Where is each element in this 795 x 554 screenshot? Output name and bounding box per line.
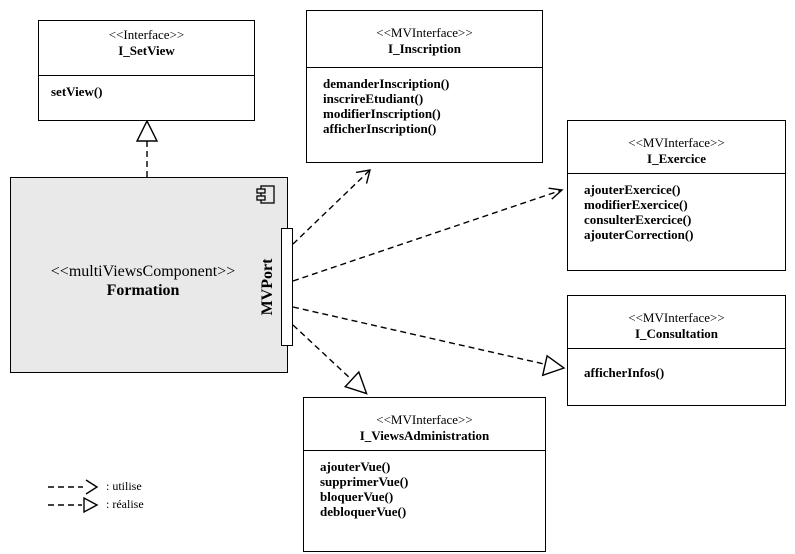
component-label: <<multiViewsComponent>> Formation	[20, 262, 266, 300]
uses-exercice-line	[292, 189, 563, 282]
legend-uses-label: : utilise	[106, 479, 142, 493]
realization-viewsadmin-arrowhead	[343, 370, 368, 395]
interface-i-consultation: <<MVInterface>> I_Consultation afficherI…	[567, 295, 786, 406]
operation: inscrireEtudiant()	[323, 91, 424, 106]
operation: ajouterExercice()	[584, 182, 681, 197]
mvport-port	[281, 228, 293, 346]
realization-setview-arrowhead	[135, 119, 159, 142]
interface-i-exercice: <<MVInterface>> I_Exercice ajouterExerci…	[567, 120, 786, 271]
operation-list: afficherInfos()	[568, 349, 785, 380]
interface-header: <<MVInterface>> I_ViewsAdministration	[304, 398, 545, 451]
interface-header: <<MVInterface>> I_Inscription	[307, 11, 542, 68]
uses-inscription-line	[292, 169, 371, 245]
operation: demanderInscription()	[323, 76, 450, 91]
operation-list: ajouterExercice() modifierExercice() con…	[568, 174, 785, 242]
interface-header: <<MVInterface>> I_Exercice	[568, 121, 785, 174]
operation: ajouterCorrection()	[584, 227, 694, 242]
realization-consultation-line	[292, 306, 545, 365]
component-icon	[256, 185, 275, 204]
interface-header: <<MVInterface>> I_Consultation	[568, 296, 785, 349]
realization-consultation-arrowhead	[541, 354, 566, 377]
interface-i-viewsadministration: <<MVInterface>> I_ViewsAdministration aj…	[303, 397, 546, 552]
operation: afficherInfos()	[584, 365, 665, 380]
operation: setView()	[51, 84, 103, 99]
legend-realizes-label: : réalise	[106, 497, 144, 511]
component-name: Formation	[106, 282, 180, 299]
legend-realizes-symbol	[48, 496, 99, 514]
interface-name: I_Exercice	[647, 151, 706, 166]
uses-exercice-arrowhead	[548, 187, 564, 200]
operation-list: ajouterVue() supprimerVue() bloquerVue()…	[304, 451, 545, 519]
operation: consulterExercice()	[584, 212, 692, 227]
interface-name: I_Inscription	[388, 41, 461, 56]
interface-name: I_Consultation	[634, 326, 719, 341]
uses-inscription-arrowhead	[355, 169, 371, 184]
operation: afficherInscription()	[323, 121, 437, 136]
interface-header: <<Interface>> I_SetView	[39, 21, 254, 76]
operation: modifierExercice()	[584, 197, 688, 212]
interface-stereotype: <<Interface>>	[108, 27, 185, 42]
interface-name: I_SetView	[118, 43, 175, 58]
operation: ajouterVue()	[320, 459, 391, 474]
interface-stereotype: <<MVInterface>>	[376, 25, 473, 40]
operation-list: setView()	[39, 76, 254, 99]
operation: bloquerVue()	[320, 489, 394, 504]
port-label: MVPort	[259, 258, 276, 316]
component-stereotype: <<multiViewsComponent>>	[50, 263, 236, 280]
operation-list: demanderInscription() inscrireEtudiant()…	[307, 68, 542, 136]
component-formation	[10, 177, 288, 373]
interface-stereotype: <<MVInterface>>	[628, 135, 725, 150]
operation: debloquerVue()	[320, 504, 407, 519]
interface-stereotype: <<MVInterface>>	[628, 310, 725, 325]
interface-i-inscription: <<MVInterface>> I_Inscription demanderIn…	[306, 10, 543, 163]
operation: supprimerVue()	[320, 474, 409, 489]
interface-i-setview: <<Interface>> I_SetView setView()	[38, 20, 255, 121]
operation: modifierInscription()	[323, 106, 441, 121]
legend-uses-symbol	[48, 479, 99, 495]
interface-name: I_ViewsAdministration	[359, 428, 490, 443]
interface-stereotype: <<MVInterface>>	[376, 412, 473, 427]
realization-viewsadmin-line	[292, 324, 353, 381]
